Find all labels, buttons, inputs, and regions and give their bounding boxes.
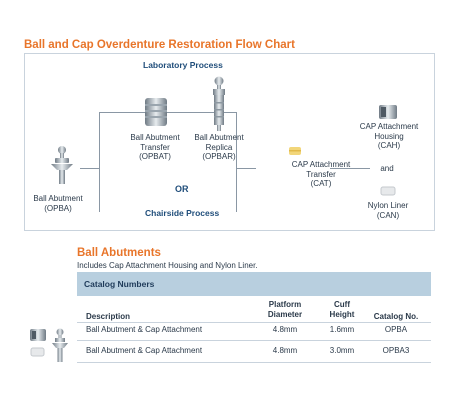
connector-line <box>236 168 256 169</box>
chairside-process-label: Chairside Process <box>145 208 220 218</box>
cap-attachment-housing-label: CAP Attachment Housing (CAH) <box>359 122 419 150</box>
table-divider <box>77 340 431 341</box>
column-header-catalog-no: Catalog No. <box>373 312 419 321</box>
column-header-platform-diameter: Platform Diameter <box>267 300 303 319</box>
ball-abutment-image <box>51 146 73 184</box>
ball-abutments-subtitle: Includes Cap Attachment Housing and Nylo… <box>77 261 258 270</box>
and-label: and <box>380 164 394 173</box>
table-row-2-platform: 4.8mm <box>272 346 298 355</box>
table-divider <box>77 322 431 323</box>
ball-abutment-transfer-image <box>145 98 167 126</box>
ball-abutment-replica-image <box>213 76 225 131</box>
table-divider <box>77 362 431 363</box>
catalog-numbers-header <box>77 272 431 296</box>
connector-line <box>99 112 237 113</box>
ball-abutment-label: Ball Abutment (OPBA) <box>33 194 83 213</box>
connector-line <box>236 112 237 212</box>
ball-abutment-replica-label: Ball Abutment Replica (OPBAR) <box>194 133 244 161</box>
flow-chart-box <box>24 53 435 231</box>
cap-attachment-transfer-label: CAP Attachment Transfer (CAT) <box>291 160 351 188</box>
product-kit-image <box>30 328 68 362</box>
table-row-1-cuff: 1.6mm <box>329 325 355 334</box>
table-row-2-description: Ball Abutment & Cap Attachment <box>86 346 203 355</box>
flow-chart-title: Ball and Cap Overdenture Restoration Flo… <box>24 39 295 51</box>
column-header-cuff-height: Cuff Height <box>329 300 355 319</box>
ball-abutments-title: Ball Abutments <box>77 247 161 259</box>
nylon-liner-label: Nylon Liner (CAN) <box>367 201 409 220</box>
connector-line <box>99 112 100 212</box>
ball-abutment-transfer-label: Ball Abutment Transfer (OPBAT) <box>130 133 180 161</box>
cap-attachment-transfer-image <box>289 147 301 155</box>
cap-attachment-housing-image <box>379 105 397 119</box>
table-row-2-catalog: OPBA3 <box>382 346 410 355</box>
or-label: OR <box>175 184 189 194</box>
column-header-description: Description <box>86 312 131 321</box>
connector-line <box>330 168 370 169</box>
nylon-liner-image <box>380 186 396 196</box>
laboratory-process-label: Laboratory Process <box>143 60 223 70</box>
table-row-1-description: Ball Abutment & Cap Attachment <box>86 325 203 334</box>
table-row-2-cuff: 3.0mm <box>329 346 355 355</box>
catalog-numbers-title: Catalog Numbers <box>84 279 155 289</box>
table-row-1-catalog: OPBA <box>384 325 408 334</box>
table-row-1-platform: 4.8mm <box>272 325 298 334</box>
connector-line <box>80 168 100 169</box>
